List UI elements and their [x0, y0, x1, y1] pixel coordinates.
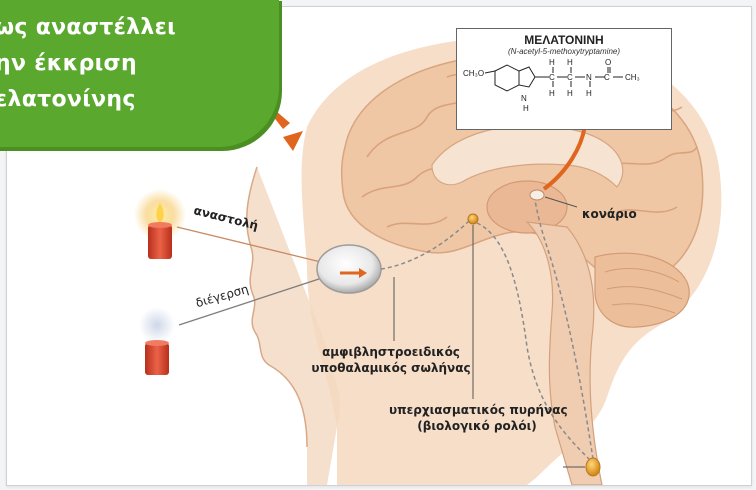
- formula-oxygen: O: [605, 58, 611, 67]
- diagram-frame: ως αναστέλλει ην έκκριση ελατονίνης ΜΕΛΑ…: [6, 6, 752, 486]
- formula-carbonyl-carbon: C: [604, 73, 610, 82]
- formula-h-4: H: [567, 89, 573, 98]
- formula-methyl: CH₃: [625, 73, 640, 82]
- title-line-1: ως αναστέλλει: [0, 15, 176, 40]
- formula-methoxy: CH₃O: [463, 69, 484, 78]
- title-line-3: ελατονίνης: [0, 87, 136, 112]
- candle-unlit: [139, 307, 175, 375]
- formula-h-2: H: [549, 89, 555, 98]
- scn-label-line-2: (βιολογικό ρολόι): [407, 419, 547, 433]
- eye: [317, 245, 381, 293]
- formula-carbon-2: C: [567, 73, 573, 82]
- title-panel: ως αναστέλλει ην έκκριση ελατονίνης: [0, 0, 279, 147]
- melatonin-formula-box: ΜΕΛΑΤΟΝΙΝΗ (N-acetyl-5-methoxytryptamine…: [456, 28, 672, 130]
- tract-label-line-2: υποθαλαμικός σωλήνας: [305, 361, 477, 375]
- formula-h-3: H: [567, 58, 573, 67]
- formula-ring-hydrogen: H: [523, 104, 529, 113]
- candle-lit: [134, 189, 186, 259]
- formula-amide-nitrogen: N: [586, 73, 592, 82]
- formula-ring-nitrogen: N: [521, 94, 527, 103]
- formula-h-5: H: [586, 89, 592, 98]
- pineal-gland: [530, 190, 544, 200]
- title-line-2: ην έκκριση: [0, 51, 137, 76]
- cervical-ganglion: [586, 458, 600, 476]
- scn-label-line-1: υπερχιασματικός πυρήνας: [389, 403, 565, 417]
- structural-formula: CH₃O N H C C N C CH₃ H H H H H O: [457, 29, 671, 129]
- tract-label-line-1: αμφιβληστροειδικός: [313, 345, 469, 359]
- suprachiasmatic-nucleus: [468, 214, 478, 224]
- pineal-label: κονάριο: [582, 207, 637, 221]
- formula-h-1: H: [549, 58, 555, 67]
- formula-carbon-1: C: [549, 73, 555, 82]
